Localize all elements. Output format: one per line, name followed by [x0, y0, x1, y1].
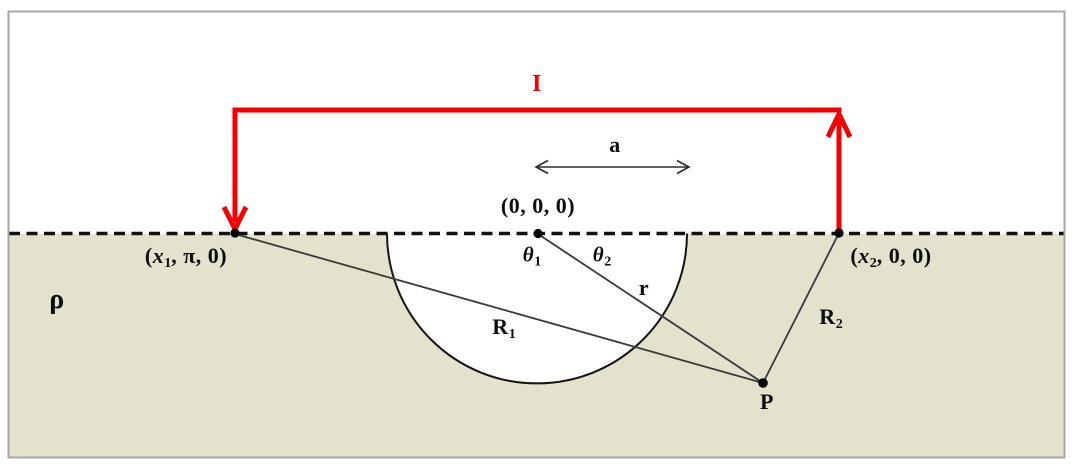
point-P-label: P	[760, 389, 774, 414]
R1-base: R	[492, 314, 509, 339]
electrode-left-label: (x1, π, 0)	[144, 243, 228, 271]
R1-sub: 1	[508, 327, 516, 343]
electrode-left-var: x	[152, 243, 165, 268]
spacing-label: a	[609, 132, 621, 157]
R2-sub: 2	[835, 317, 843, 333]
theta2-base: θ	[592, 242, 605, 267]
electrode-right-dot	[834, 228, 844, 238]
electrode-left-open: (	[144, 243, 153, 268]
theta1-sub: 1	[534, 254, 542, 270]
spacing-arrow	[534, 159, 691, 175]
r-line	[537, 233, 764, 384]
electrode-right-label: (x2, 0, 0)	[850, 243, 932, 271]
r-label: r	[638, 275, 650, 300]
R1-line	[234, 233, 764, 384]
theta2-sub: 2	[604, 254, 612, 270]
origin-dot	[533, 228, 543, 239]
current-label: I	[532, 71, 542, 97]
spacing-arrow-right-head-icon	[676, 159, 691, 175]
origin-label: (0, 0, 0)	[500, 193, 576, 218]
theta2-label: θ2	[592, 242, 611, 269]
current-arrow-up-icon	[825, 108, 853, 139]
distance-lines	[234, 232, 840, 384]
theta1-base: θ	[522, 242, 535, 267]
electrode-right-rest: , 0, 0)	[876, 243, 932, 268]
electrode-right-open: (	[850, 243, 859, 268]
R1-label: R1	[492, 314, 515, 342]
R2-base: R	[819, 304, 836, 329]
resistivity-label: ρ	[49, 284, 65, 315]
spacing-arrow-left-head-icon	[534, 159, 549, 175]
electrode-right-sub: 2	[869, 256, 877, 272]
R2-label: R2	[819, 304, 842, 332]
figure-border	[7, 10, 1066, 459]
point-P-dot	[758, 378, 768, 388]
theta1-label: θ1	[522, 242, 541, 269]
electrode-left-dot	[230, 228, 240, 238]
current-wire	[221, 107, 853, 235]
electrode-left-rest: , π, 0)	[171, 243, 228, 268]
electrode-left-sub: 1	[164, 256, 172, 272]
R2-line	[762, 232, 840, 384]
electrode-right-var: x	[858, 243, 870, 268]
hemisphere	[386, 233, 688, 385]
